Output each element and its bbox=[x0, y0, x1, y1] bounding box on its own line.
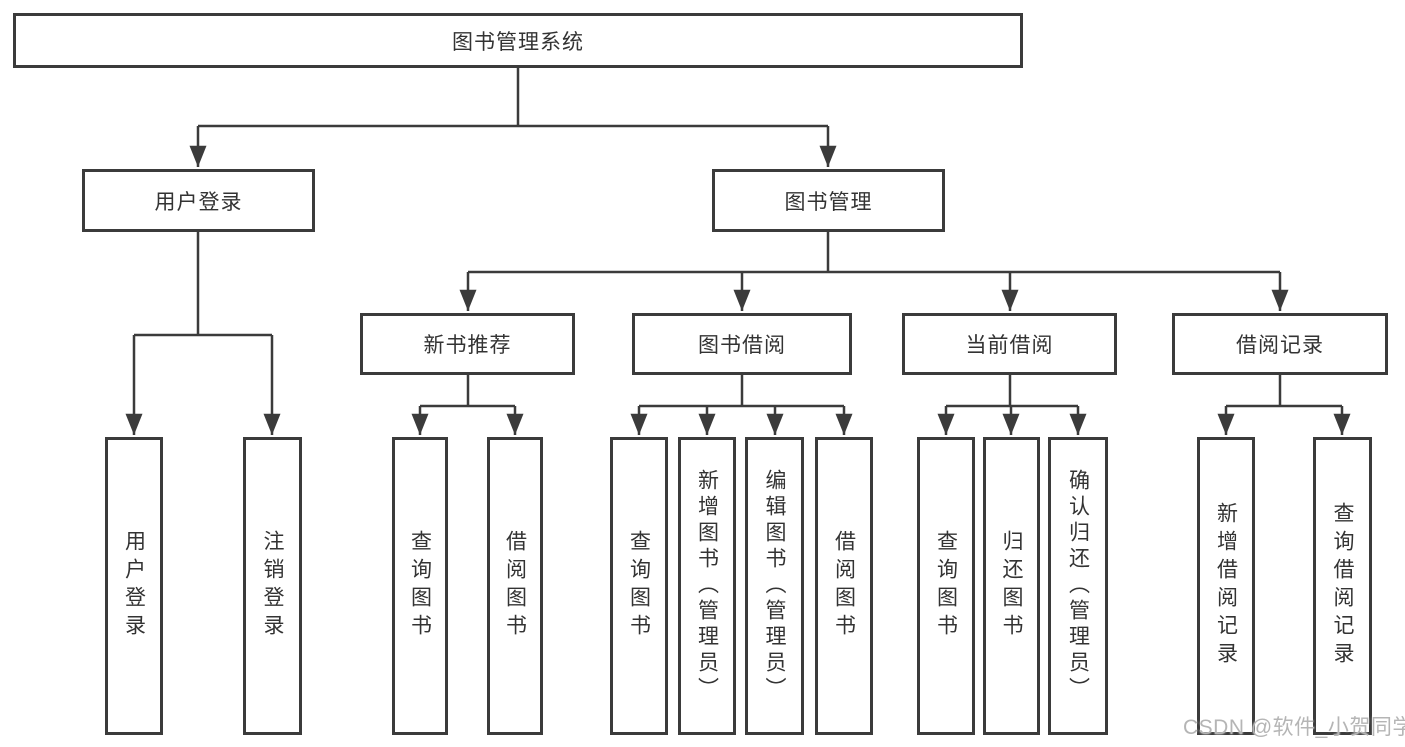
node-user-login: 用户登录 bbox=[82, 169, 315, 232]
leaf-user-login-label: 用户登录 bbox=[122, 530, 146, 642]
leaf-query-books-current: 查询图书 bbox=[917, 437, 975, 735]
leaf-borrow-books-recommend: 借阅图书 bbox=[487, 437, 543, 735]
leaf-return-books: 归还图书 bbox=[983, 437, 1040, 735]
node-library-system-label: 图书管理系统 bbox=[452, 30, 584, 54]
node-borrow-records-label: 借阅记录 bbox=[1236, 334, 1324, 357]
leaf-add-book-admin-label: 新增图书（管理员） bbox=[695, 469, 719, 703]
node-book-management-label: 图书管理 bbox=[784, 190, 873, 214]
leaf-borrow-books-label: 借阅图书 bbox=[832, 530, 856, 642]
node-current-borrow-label: 当前借阅 bbox=[965, 334, 1054, 357]
leaf-return-books-label: 归还图书 bbox=[1000, 530, 1023, 642]
leaf-add-book-admin: 新增图书（管理员） bbox=[678, 437, 736, 735]
node-current-borrow: 当前借阅 bbox=[902, 313, 1117, 375]
leaf-add-borrow-record: 新增借阅记录 bbox=[1197, 437, 1255, 735]
leaf-query-books-borrow: 查询图书 bbox=[610, 437, 668, 735]
leaf-query-books-current-label: 查询图书 bbox=[934, 530, 958, 642]
csdn-watermark: CSDN @软件_小贺同学 bbox=[1183, 716, 1405, 739]
node-borrow-records: 借阅记录 bbox=[1172, 313, 1388, 375]
leaf-edit-book-admin: 编辑图书（管理员） bbox=[745, 437, 804, 735]
leaf-logout-label: 注销登录 bbox=[261, 530, 284, 642]
leaf-query-borrow-record-label: 查询借阅记录 bbox=[1331, 502, 1354, 670]
leaf-user-login: 用户登录 bbox=[105, 437, 163, 735]
leaf-confirm-return-admin: 确认归还（管理员） bbox=[1048, 437, 1108, 735]
node-user-login-label: 用户登录 bbox=[154, 190, 243, 214]
leaf-borrow-books: 借阅图书 bbox=[815, 437, 873, 735]
leaf-query-books-recommend: 查询图书 bbox=[392, 437, 448, 735]
leaf-logout: 注销登录 bbox=[243, 437, 302, 735]
leaf-borrow-books-recommend-label: 借阅图书 bbox=[503, 530, 527, 642]
leaf-query-books-borrow-label: 查询图书 bbox=[627, 530, 651, 642]
leaf-query-borrow-record: 查询借阅记录 bbox=[1313, 437, 1372, 735]
leaf-add-borrow-record-label: 新增借阅记录 bbox=[1214, 502, 1238, 670]
leaf-confirm-return-admin-label: 确认归还（管理员） bbox=[1066, 469, 1090, 703]
node-new-book-recommend-label: 新书推荐 bbox=[423, 334, 512, 357]
node-book-borrow-label: 图书借阅 bbox=[698, 334, 786, 357]
node-book-borrow: 图书借阅 bbox=[632, 313, 852, 375]
leaf-query-books-recommend-label: 查询图书 bbox=[408, 530, 432, 642]
node-book-management: 图书管理 bbox=[712, 169, 945, 232]
node-new-book-recommend: 新书推荐 bbox=[360, 313, 575, 375]
node-library-system: 图书管理系统 bbox=[13, 13, 1023, 68]
leaf-edit-book-admin-label: 编辑图书（管理员） bbox=[763, 469, 786, 703]
